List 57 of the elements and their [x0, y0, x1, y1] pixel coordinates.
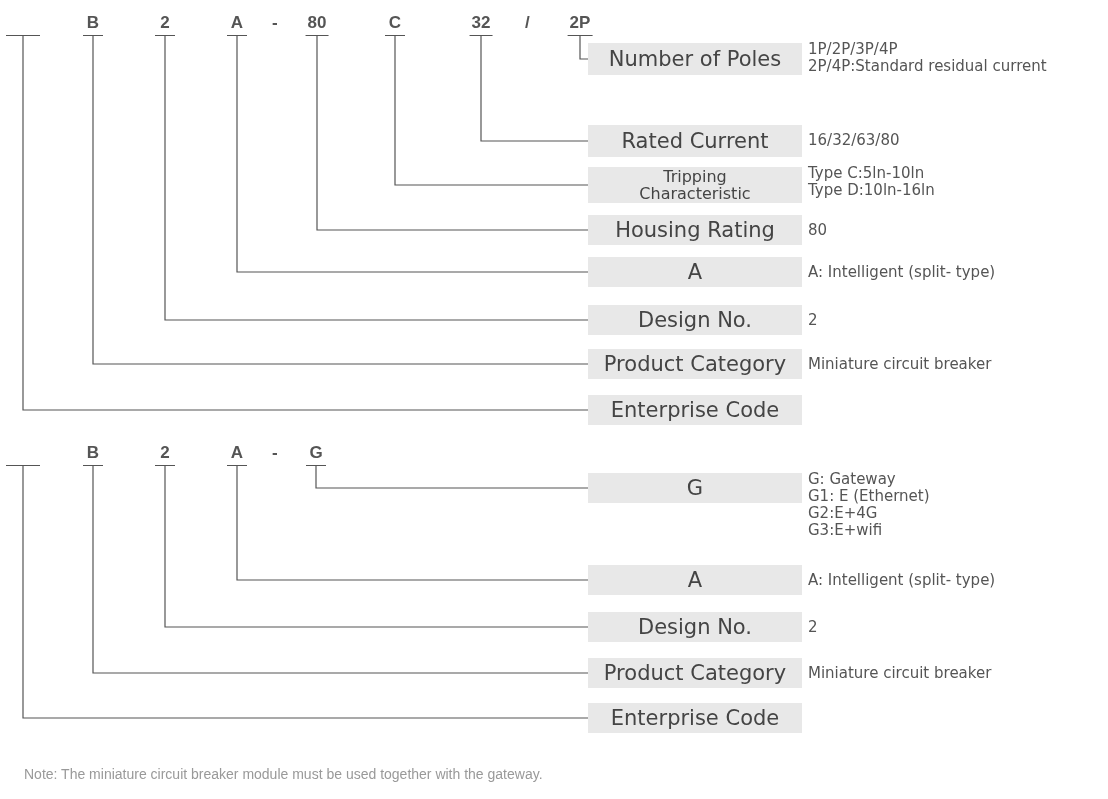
leader-line: [92, 465, 589, 674]
field-label-box: Product Category: [588, 658, 802, 688]
description-text: 2: [808, 312, 818, 329]
field-label-box: Enterprise Code: [588, 395, 802, 425]
description-text: A: Intelligent (split- type): [808, 572, 996, 589]
code-segment: B: [83, 13, 103, 36]
description-text: G: Gateway: [808, 471, 896, 488]
description-text: Type D:10ln-16ln: [808, 182, 935, 199]
code-segment: 2: [155, 443, 175, 466]
leader-line: [315, 465, 589, 489]
leader-line: [22, 35, 589, 411]
description-text: Miniature circuit breaker: [808, 665, 992, 682]
description-text: Miniature circuit breaker: [808, 356, 992, 373]
description-text: G2:E+4G: [808, 505, 878, 522]
description-text: Type C:5ln-10ln: [808, 165, 925, 182]
note-text: Note: The miniature circuit breaker module must be used together with the gateway.: [24, 766, 543, 782]
field-label-box: Design No.: [588, 612, 802, 642]
field-label-box: Rated Current: [588, 125, 802, 157]
leader-line: [236, 465, 589, 581]
code-segment: 2: [155, 13, 175, 36]
separator-sign: /: [525, 13, 530, 33]
field-label-box: Design No.: [588, 305, 802, 335]
description-text: 1P/2P/3P/4P: [808, 41, 898, 58]
field-label-box: Number of Poles: [588, 43, 802, 75]
field-label-box: Housing Rating: [588, 215, 802, 245]
separator-sign: -: [272, 13, 278, 33]
field-label-box: Tripping Characteristic: [588, 167, 802, 203]
description-text: G1: E (Ethernet): [808, 488, 930, 505]
description-text: 2: [808, 619, 818, 636]
code-segment: B: [83, 443, 103, 466]
leader-line: [22, 465, 589, 719]
code-segment: A: [227, 443, 247, 466]
field-label-box: A: [588, 257, 802, 287]
code-segment: 80: [305, 13, 329, 36]
leader-line: [164, 465, 589, 628]
leader-line: [236, 35, 589, 273]
description-text: A: Intelligent (split- type): [808, 264, 996, 281]
field-label-box: Enterprise Code: [588, 703, 802, 733]
code-segment: A: [227, 13, 247, 36]
code-segment: 2P: [567, 13, 593, 36]
code-segment: 32: [469, 13, 493, 36]
leader-line: [579, 35, 589, 60]
leader-line: [480, 35, 589, 142]
description-text: G3:E+wifi: [808, 522, 883, 539]
leader-line: [92, 35, 589, 365]
leader-line: [394, 35, 589, 186]
code-segment: C: [385, 13, 405, 36]
field-label-box: G: [588, 473, 802, 503]
leader-line: [164, 35, 589, 321]
field-label-box: Product Category: [588, 349, 802, 379]
leader-line: [316, 35, 589, 231]
description-text: 16/32/63/80: [808, 132, 900, 149]
separator-sign: -: [272, 443, 278, 463]
code-segment: G: [306, 443, 326, 466]
field-label-box: A: [588, 565, 802, 595]
description-text: 80: [808, 222, 828, 239]
description-text: 2P/4P:Standard residual current: [808, 58, 1047, 75]
